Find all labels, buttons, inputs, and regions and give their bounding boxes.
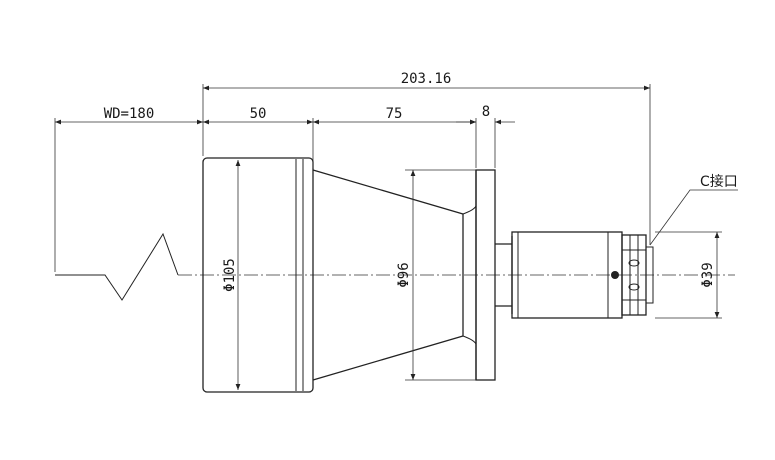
mount-label: C接口 — [700, 173, 738, 190]
front-barrel — [202, 157, 314, 393]
lock-screw-icon — [611, 271, 619, 279]
front-diameter-label: Φ105 — [222, 258, 238, 292]
wd-break-line — [55, 232, 179, 301]
overall-length-label: 203.16 — [401, 71, 452, 87]
wd-label: WD=180 — [104, 106, 155, 122]
flange-thickness-label: 8 — [482, 104, 490, 120]
mount-leader-line — [649, 189, 738, 246]
taper-section-label: 75 — [386, 106, 403, 122]
front-section-label: 50 — [250, 106, 267, 122]
mount-diameter-label: Φ39 — [700, 262, 716, 287]
flange — [475, 169, 496, 381]
rear-barrel — [495, 231, 654, 319]
mid-diameter-label: Φ96 — [396, 262, 412, 287]
